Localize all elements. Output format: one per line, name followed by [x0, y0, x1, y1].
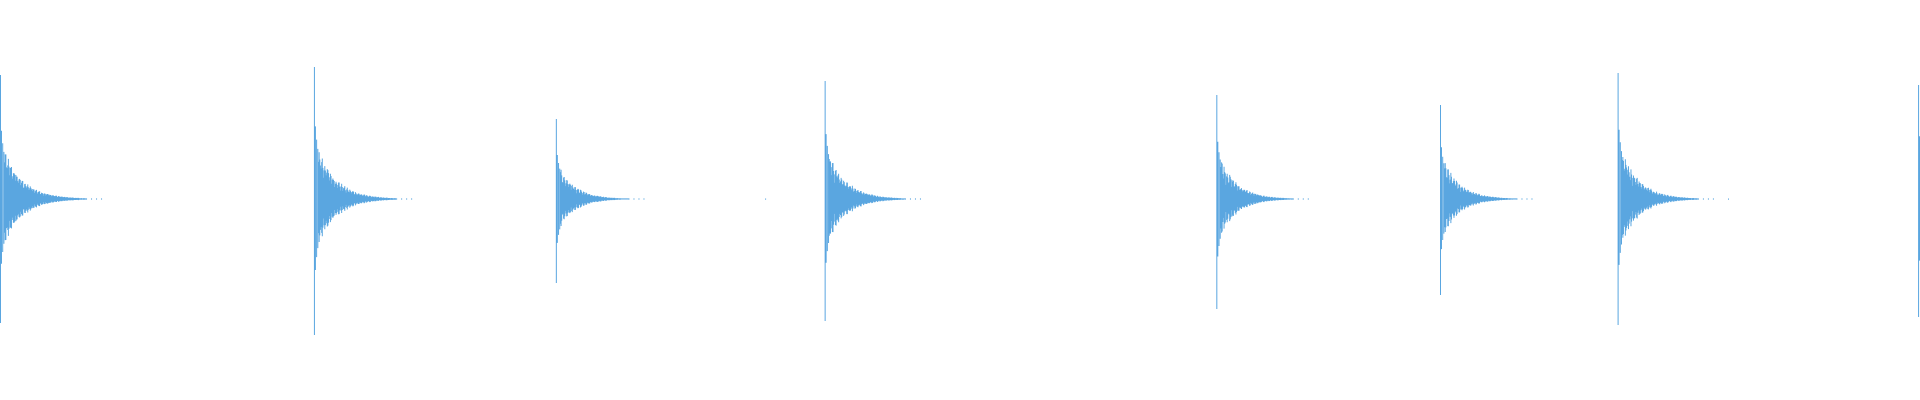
waveform-transient-5	[1216, 95, 1309, 309]
waveform-transient-3	[555, 119, 645, 283]
waveform-stray-dot-1	[765, 198, 767, 200]
waveform-stray-dot-2	[902, 198, 904, 200]
waveform-transient-path	[313, 67, 413, 335]
waveform-stray-dot-3	[1728, 198, 1729, 200]
waveform-transient-path	[1216, 95, 1309, 309]
waveform-transient-path	[1918, 85, 1920, 317]
waveform-transient-1	[0, 75, 103, 323]
waveform-transient-path	[1440, 105, 1533, 295]
waveform-transient-7	[1617, 73, 1714, 325]
waveform-transient-8	[1918, 85, 1920, 317]
waveform-transient-2	[313, 67, 413, 335]
waveform-transient-path	[1617, 73, 1714, 325]
waveform-layer	[0, 67, 1920, 335]
waveform-transient-path	[0, 75, 103, 323]
waveform-transient-4	[824, 81, 921, 321]
waveform-transient-6	[1440, 105, 1533, 295]
waveform-transient-path	[824, 81, 921, 321]
waveform-transient-path	[555, 119, 645, 283]
